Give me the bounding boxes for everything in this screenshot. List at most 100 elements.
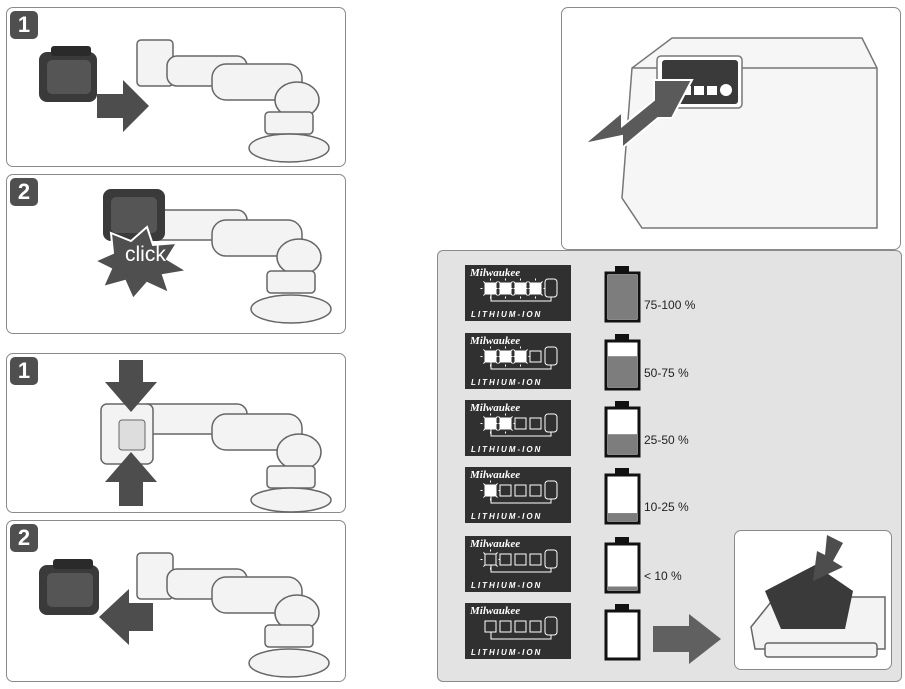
step-number-badge: 2 [10, 524, 38, 552]
remove-step1-panel: 1 [6, 353, 346, 513]
remove-step2-panel: 2 [6, 520, 346, 682]
series-text: LITHIUM-ION [471, 378, 543, 387]
polisher-tool-icon [136, 403, 332, 513]
fuel-gauge-led [499, 282, 512, 295]
fuel-gauge-led [514, 620, 527, 633]
insert-step1-panel: 1 [6, 7, 346, 167]
to-charger-arrow-icon [653, 614, 721, 664]
fuel-gauge-led [529, 620, 542, 633]
charge-level-label: 75-100 % [644, 298, 696, 312]
fuel-gauge-led [529, 417, 542, 430]
fuel-gauge-led [514, 417, 527, 430]
step-number-badge: 1 [10, 357, 38, 385]
series-text: LITHIUM-ION [471, 445, 543, 454]
fuel-gauge-leds [480, 413, 558, 437]
battery-pack-icon [621, 37, 878, 229]
battery-charge-fill [608, 586, 637, 590]
brand-logo-text: Milwaukee [470, 538, 521, 550]
press-up-arrow-icon [105, 452, 157, 506]
pointer-arrow-icon [583, 79, 694, 151]
remove-battery-illustration [39, 552, 330, 678]
series-text: LITHIUM-ION [471, 512, 543, 521]
series-text: LITHIUM-ION [471, 310, 543, 319]
fuel-gauge-led [514, 282, 527, 295]
fuel-gauge-button-icon [544, 549, 558, 569]
fuel-gauge-led [484, 417, 497, 430]
click-burst-icon [92, 225, 190, 301]
polisher-tool-icon [146, 209, 332, 324]
charge-level-label: 25-50 % [644, 433, 689, 447]
press-down-arrow-icon [105, 360, 157, 412]
brand-logo-text: Milwaukee [470, 469, 521, 481]
charger-panel [734, 530, 892, 670]
fuel-gauge-leds [480, 549, 558, 573]
fuel-gauge-led [499, 350, 512, 363]
brand-logo-text: Milwaukee [470, 267, 521, 279]
fuel-gauge-button-icon [544, 413, 558, 433]
fuel-gauge-led [499, 484, 512, 497]
charge-level-label: 50-75 % [644, 366, 689, 380]
fuel-gauge-led [529, 484, 542, 497]
charge-level-label: < 10 % [644, 569, 682, 583]
insert-step2-panel: 2 click [6, 174, 346, 334]
fuel-gauge-led [484, 282, 497, 295]
fuel-gauge-led [529, 350, 542, 363]
battery-level-icon [604, 537, 641, 594]
battery-pack-icon [765, 565, 853, 629]
fuel-gauge-led [484, 553, 497, 566]
insert-arrow-icon [97, 80, 149, 132]
fuel-gauge-button-icon [544, 278, 558, 298]
battery-level-icon [604, 401, 641, 458]
fuel-gauge-leds [480, 278, 558, 302]
fuel-gauge-led [529, 553, 542, 566]
fuel-gauge-button-icon [544, 480, 558, 500]
fuel-gauge-battery-panel [561, 7, 901, 250]
polisher-tool-icon [136, 39, 330, 163]
press-release-illustration [100, 360, 332, 513]
battery-release-button-icon [100, 403, 154, 465]
battery-pack-illustration [583, 37, 878, 229]
battery-pack-icon [39, 559, 99, 615]
step-number-badge: 1 [10, 11, 38, 39]
down-arrow-icon [813, 535, 843, 581]
fuel-gauge-led [514, 484, 527, 497]
battery-charge-fill [608, 356, 637, 387]
fuel-gauge-led [514, 553, 527, 566]
battery-click-illustration [92, 189, 332, 324]
fuel-gauge-led [484, 350, 497, 363]
fuel-gauge-led [484, 484, 497, 497]
fuel-gauge-led [499, 553, 512, 566]
insert-battery-illustration [39, 39, 330, 163]
brand-logo-text: Milwaukee [470, 402, 521, 414]
series-text: LITHIUM-ION [471, 581, 543, 590]
battery-charge-fill [608, 513, 637, 521]
fuel-gauge-button-icon [544, 616, 558, 636]
battery-level-icon [604, 266, 641, 323]
charge-level-label: 10-25 % [644, 500, 689, 514]
polisher-tool-icon [136, 552, 330, 678]
fuel-gauge-led [499, 620, 512, 633]
battery-pack-icon [39, 46, 97, 102]
charger-illustration [750, 535, 886, 658]
click-label: click [125, 243, 166, 266]
fuel-gauge-led [514, 350, 527, 363]
battery-charge-fill [608, 275, 637, 319]
battery-level-icon [604, 604, 641, 661]
step-number-badge: 2 [10, 178, 38, 206]
brand-logo-text: Milwaukee [470, 605, 521, 617]
fuel-gauge-leds [480, 480, 558, 504]
fuel-gauge-led [529, 282, 542, 295]
series-text: LITHIUM-ION [471, 648, 543, 657]
remove-arrow-icon [99, 589, 153, 645]
battery-charge-fill [608, 434, 637, 454]
fuel-gauge-led [484, 620, 497, 633]
fuel-gauge-led [499, 417, 512, 430]
battery-level-icon [604, 468, 641, 525]
fuel-gauge-leds [484, 616, 558, 640]
